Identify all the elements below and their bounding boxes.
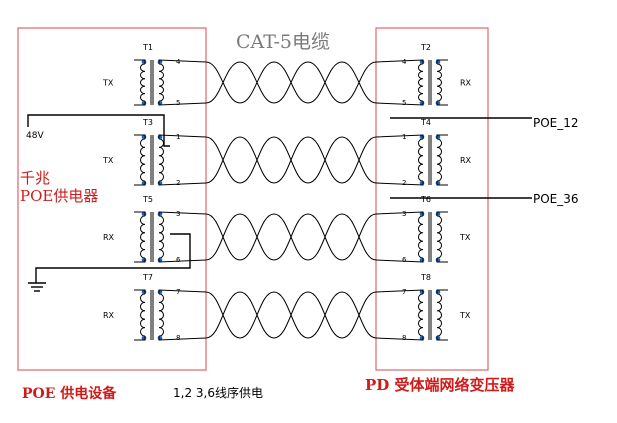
transformer-t7: T7 7 8 RX — [103, 273, 207, 342]
voltage-label: 48V — [26, 131, 44, 141]
transformer-t4: T4 1 2 RX — [375, 118, 472, 187]
transformer-role: TX — [459, 311, 471, 320]
power-wiring — [27, 114, 532, 283]
transformer-t5: T5 3 6 RX — [103, 195, 207, 264]
right-enclosure — [375, 27, 489, 371]
transformer-name: T4 — [420, 118, 431, 127]
transformer-name: T2 — [420, 43, 431, 52]
cable-title: CAT-5电缆 — [236, 31, 330, 53]
left-caption-line1: 千兆 — [20, 169, 50, 187]
transformer-t2: T2 4 5 RX — [375, 43, 472, 107]
pin-number: 1 — [176, 133, 180, 141]
transformer-t8: T8 7 8 TX — [375, 273, 471, 342]
transformer-name: T3 — [142, 118, 153, 127]
pin-number: 7 — [176, 288, 180, 296]
wiring-note: 1,2 3,6线序供电 — [173, 385, 263, 400]
transformer-name: T6 — [420, 195, 431, 204]
pin-number: 3 — [176, 210, 180, 218]
twisted-pairs — [205, 61, 377, 339]
pin-number: 4 — [402, 58, 407, 66]
transformer-name: T5 — [142, 195, 153, 204]
twisted-pair — [205, 213, 377, 261]
transformer-name: T7 — [142, 273, 153, 282]
pin-number: 8 — [402, 334, 406, 342]
transformer-name: T8 — [420, 273, 431, 282]
pin-number: 6 — [176, 256, 181, 264]
pin-number: 5 — [402, 99, 406, 107]
pin-number: 8 — [176, 334, 180, 342]
right-bottom-label: PD 受体端网络变压器 — [365, 376, 516, 394]
pin-number: 5 — [176, 99, 180, 107]
pin-number: 7 — [402, 288, 406, 296]
v48-wire — [27, 114, 170, 147]
transformer-role: TX — [102, 156, 114, 165]
transformer-role: RX — [103, 233, 115, 242]
twisted-pair — [205, 291, 377, 339]
left-enclosure — [17, 27, 207, 371]
transformer-t6: T6 3 6 TX — [375, 195, 471, 264]
transformer-role: TX — [102, 79, 114, 88]
twisted-pair — [205, 61, 377, 104]
twisted-pair — [205, 136, 377, 184]
poe12-label: POE_12 — [533, 116, 579, 130]
pin-number: 2 — [176, 179, 180, 187]
transformer-role: RX — [460, 79, 472, 88]
transformer-role: RX — [103, 311, 115, 320]
transformer-name: T1 — [142, 43, 153, 52]
pin-number: 1 — [402, 133, 406, 141]
transformer-role: TX — [459, 233, 471, 242]
pin-number: 4 — [176, 58, 181, 66]
pin-number: 3 — [402, 210, 406, 218]
ground-symbol — [28, 282, 46, 292]
poe36-label: POE_36 — [533, 192, 579, 206]
transformer-role: RX — [460, 156, 472, 165]
ground-wire — [35, 233, 191, 283]
transformer-t3: T3 1 2 TX — [102, 118, 207, 187]
left-bottom-label: POE 供电设备 — [22, 385, 117, 402]
left-caption-line2: POE供电器 — [20, 187, 98, 205]
pin-number: 6 — [402, 256, 407, 264]
transformer-t1: T1 4 5 TX — [102, 43, 207, 107]
pin-number: 2 — [402, 179, 406, 187]
